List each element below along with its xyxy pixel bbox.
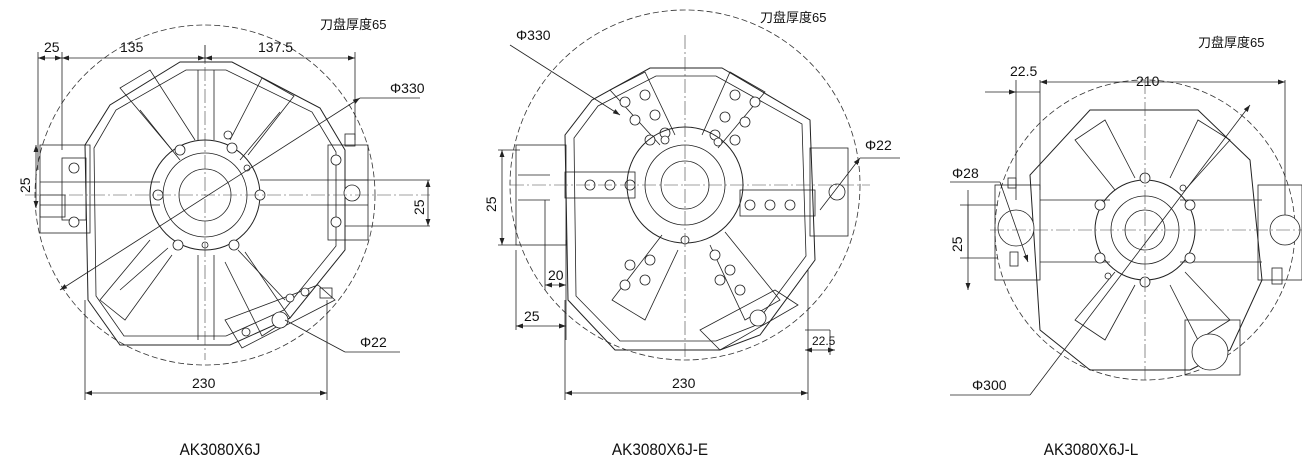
thickness-note: 刀盘厚度65 [760,10,826,25]
left-block-hole-2 [68,216,80,228]
side-bars [515,144,849,246]
bolt-holes [1094,172,1196,288]
drawing-ak3080x6j-e: 刀盘厚度65 Φ330 25 20 25 22.5 230 Φ22 AK3080… [440,0,900,470]
dim-230: 230 [192,375,216,391]
hub-hole-1 [660,135,670,145]
bolt-holes [152,130,266,251]
drawing-ak3080x6j-svg: 刀盘厚度65 25 135 137.5 Φ330 25 25 Φ22 230 [17,17,431,400]
turret-body [84,61,346,346]
dim-25: 25 [949,236,965,252]
drawing-ak3080x6j-l: 刀盘厚度65 22.5 210 Φ28 25 Φ300 AK3080X6J-L [880,0,1302,470]
right-block-hole-1 [330,154,342,166]
bottom-tool-holder [699,289,799,351]
dim-phi330: Φ330 [516,27,551,43]
bottom-holder-hole [749,309,767,327]
dimension-lines [33,45,431,400]
dim-230: 230 [672,375,696,391]
drawing-ak3080x6j-e-svg: 刀盘厚度65 Φ330 25 20 25 22.5 230 Φ22 [483,9,900,400]
right-block-hole-2 [330,216,342,228]
dim-135: 135 [120,39,144,55]
dim-phi22: Φ22 [360,334,387,350]
thickness-note: 刀盘厚度65 [1198,35,1264,50]
thickness-note: 刀盘厚度65 [320,17,386,32]
drawing-ak3080x6j-l-svg: 刀盘厚度65 22.5 210 Φ28 25 Φ300 [949,35,1302,396]
turret-body-inner [573,75,807,342]
bottom-holder-screw-3 [241,327,251,337]
dim-22-5: 22.5 [812,334,836,348]
drawing-ak3080x6j: 刀盘厚度65 25 135 137.5 Φ330 25 25 Φ22 230 A… [0,0,440,470]
dim-25-right: 25 [411,199,427,215]
bottom-holder-screw-1 [285,293,295,303]
right-block-hole [828,183,846,201]
right-block-hole-3 [343,184,361,202]
tool-inserts [584,89,796,296]
dim-20: 20 [548,267,564,283]
bottom-holder-screw-2 [300,287,310,297]
dim-phi22: Φ22 [865,137,892,153]
right-tool-block [1257,184,1302,285]
dim-phi300: Φ300 [972,377,1007,393]
bottom-holder-hole [1191,333,1229,371]
left-block-hole-1 [68,162,80,174]
dim-25-left: 25 [17,177,33,193]
dim-25-top: 25 [44,39,60,55]
model-caption: AK3080X6J [179,440,261,459]
dim-137-5: 137.5 [258,39,293,55]
radial-slots [609,71,781,321]
dim-phi28: Φ28 [952,165,979,181]
dimension-lines [950,79,1286,396]
dim-22-5: 22.5 [1010,63,1037,79]
dim-phi330: Φ330 [390,80,425,96]
turret-body-inner [93,69,337,337]
left-tool-block [994,177,1041,281]
model-caption: AK3080X6J-E [611,440,709,459]
hub-hole-2 [713,137,723,147]
bottom-holder-hole [271,311,289,329]
model-caption: AK3080X6J-L [1043,440,1139,459]
left-tool-block [39,144,160,234]
turret-body [1029,109,1263,371]
dim-25-left: 25 [483,196,499,212]
dim-25-bottom: 25 [524,308,540,324]
dimension-lines [498,44,900,400]
radial-slots [1040,119,1262,341]
bottom-tool-holder [1184,319,1241,376]
dim-210: 210 [1136,73,1160,89]
